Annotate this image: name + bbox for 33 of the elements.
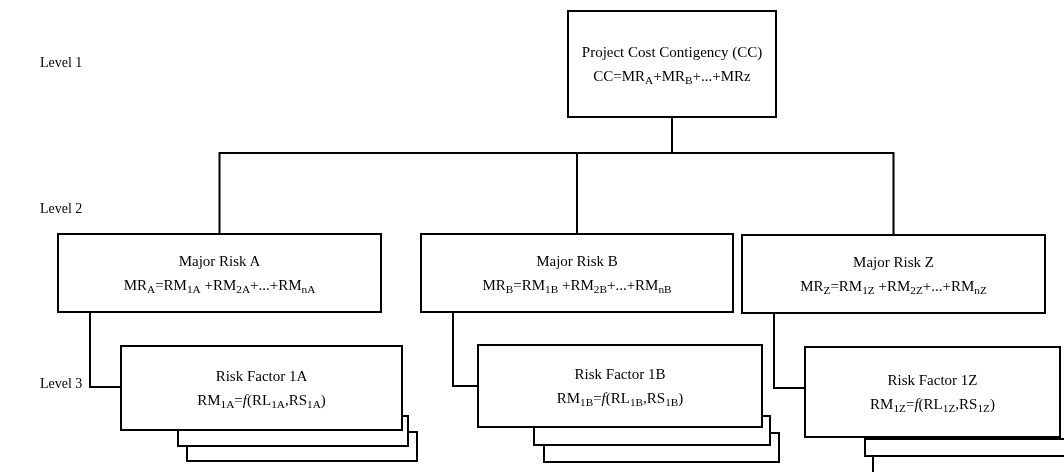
box-title: Risk Factor 1Z xyxy=(887,371,978,389)
box-title: Risk Factor 1A xyxy=(215,367,308,385)
connector-line xyxy=(89,312,121,388)
box-title: Risk Factor 1B xyxy=(574,365,666,383)
box-title: Project Cost Contigency (CC) xyxy=(581,43,763,61)
stacked-box xyxy=(533,428,771,446)
connector-line xyxy=(452,312,478,387)
stacked-box xyxy=(864,438,1064,457)
process-box xyxy=(420,233,734,313)
process-box xyxy=(477,344,763,428)
formula: CC=MR$_{A}$+MR$_{B}$+...+MRz xyxy=(593,67,751,85)
formula: MR$_{Z}$=RM$_{1Z}$ +RM$_{2Z}$+...+RM$_{nZ}$ xyxy=(800,277,987,295)
stacked-box xyxy=(177,431,409,447)
connector-line xyxy=(671,117,895,235)
level-label: Level 1 xyxy=(40,54,83,72)
box-title: Major Risk B xyxy=(536,252,618,270)
process-box xyxy=(120,345,403,431)
level-label: Level 2 xyxy=(40,200,83,218)
formula: RM$_{1A}$=f(RL$_{1A}$,RS$_{1A}$) xyxy=(197,391,326,409)
formula: MR$_{A}$=RM$_{1A}$ +RM$_{2A}$+...+RM$_{nA}$ xyxy=(123,276,316,294)
level-label: Level 3 xyxy=(40,375,83,393)
stacked-box xyxy=(186,447,418,462)
box-title: Major Risk Z xyxy=(853,253,934,271)
process-box xyxy=(57,233,382,313)
formula: RM$_{1B}$=f(RL$_{1B}$,RS$_{1B}$) xyxy=(556,389,684,407)
stacked-box xyxy=(543,446,780,463)
box-title: Major Risk A xyxy=(178,252,261,270)
formula: RM$_{1Z}$=f(RL$_{1Z}$,RS$_{1Z}$) xyxy=(870,395,995,413)
connector-line xyxy=(773,313,805,389)
process-box xyxy=(804,346,1061,438)
process-box xyxy=(567,10,777,118)
formula: MR$_{B}$=RM$_{1B}$ +RM$_{2B}$+...+RM$_{nB}$ xyxy=(482,276,672,294)
process-box xyxy=(741,234,1046,314)
